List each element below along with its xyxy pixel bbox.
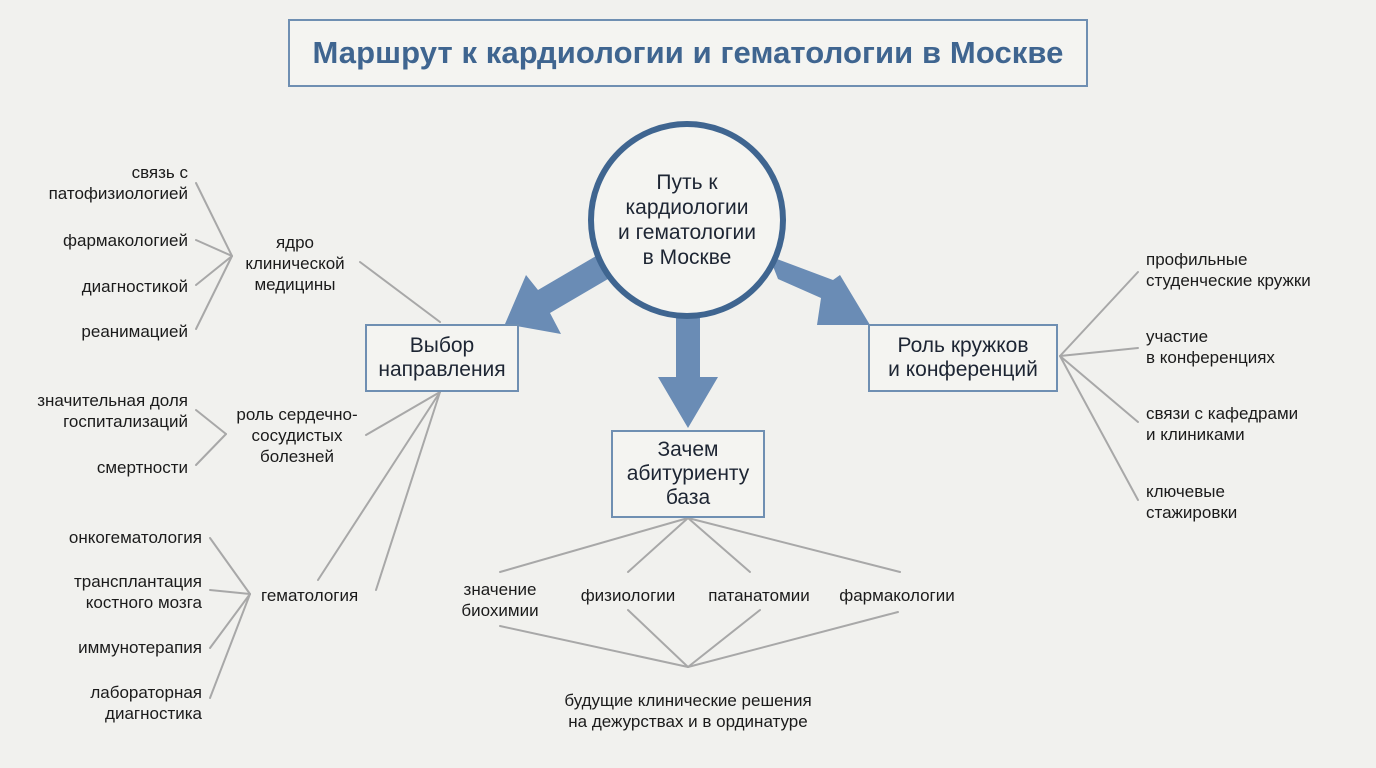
hematology-item-oncohematology: онкогематология (68, 528, 202, 547)
why-node-label: Зачем абитуриенту база (626, 438, 750, 509)
core-item-pathophysiology: связь с патофизиологией (48, 163, 188, 203)
bottom-item-biochemistry: значение биохимии (461, 580, 539, 620)
cvd-role-label: роль сердечно- сосудистых болезней (236, 405, 358, 466)
core-item-diagnostics: диагностикой (81, 277, 188, 296)
cvd-item-hospitalizations: значительная доля госпитализаций (37, 391, 188, 431)
right-item-student-circles: профильные студенческие кружки (1146, 250, 1311, 290)
connector-lines (195, 182, 1139, 699)
hematology-label: гематология (261, 586, 359, 605)
title-box: Маршрут к кардиологии и гематологии в Мо… (288, 19, 1088, 87)
center-node-label: Путь к кардиологии и гематологии в Москв… (618, 171, 756, 269)
hematology-item-lab-diagnostics: лабораторная диагностика (90, 683, 202, 723)
choice-node-label: Выбор направления (378, 334, 506, 381)
choice-node: Выбор направления (365, 324, 519, 392)
arrow-to-why (658, 318, 718, 428)
right-item-internships: ключевые стажировки (1146, 482, 1238, 522)
core-item-resuscitation: реанимацией (81, 322, 188, 341)
why-node: Зачем абитуриенту база (611, 430, 765, 518)
arrow-to-choice (505, 256, 608, 334)
center-node: Путь к кардиологии и гематологии в Москв… (588, 121, 786, 319)
cvd-item-mortality: смертности (96, 458, 188, 477)
roles-node-label: Роль кружков и конференций (888, 334, 1038, 381)
core-item-pharmacology: фармакологией (63, 231, 188, 250)
core-medicine-label: ядро клинической медицины (245, 233, 345, 294)
arrow-to-roles (769, 256, 870, 325)
bottom-item-physiology: физиологии (580, 586, 676, 605)
hematology-item-immunotherapy: иммунотерапия (78, 638, 202, 657)
flow-arrows (505, 256, 870, 428)
roles-node: Роль кружков и конференций (868, 324, 1058, 392)
hematology-item-bone-marrow: трансплантация костного мозга (73, 572, 202, 612)
bottom-item-pathanatomy: патанатомии (708, 586, 810, 605)
bottom-item-pharmacology: фармакологии (839, 586, 955, 605)
page-title: Маршрут к кардиологии и гематологии в Мо… (312, 35, 1064, 70)
right-item-conferences: участие в конференциях (1146, 327, 1275, 367)
right-item-departments: связи с кафедрами и клиниками (1146, 404, 1299, 444)
bottom-outcome-label: будущие клинические решения на дежурства… (564, 691, 812, 731)
